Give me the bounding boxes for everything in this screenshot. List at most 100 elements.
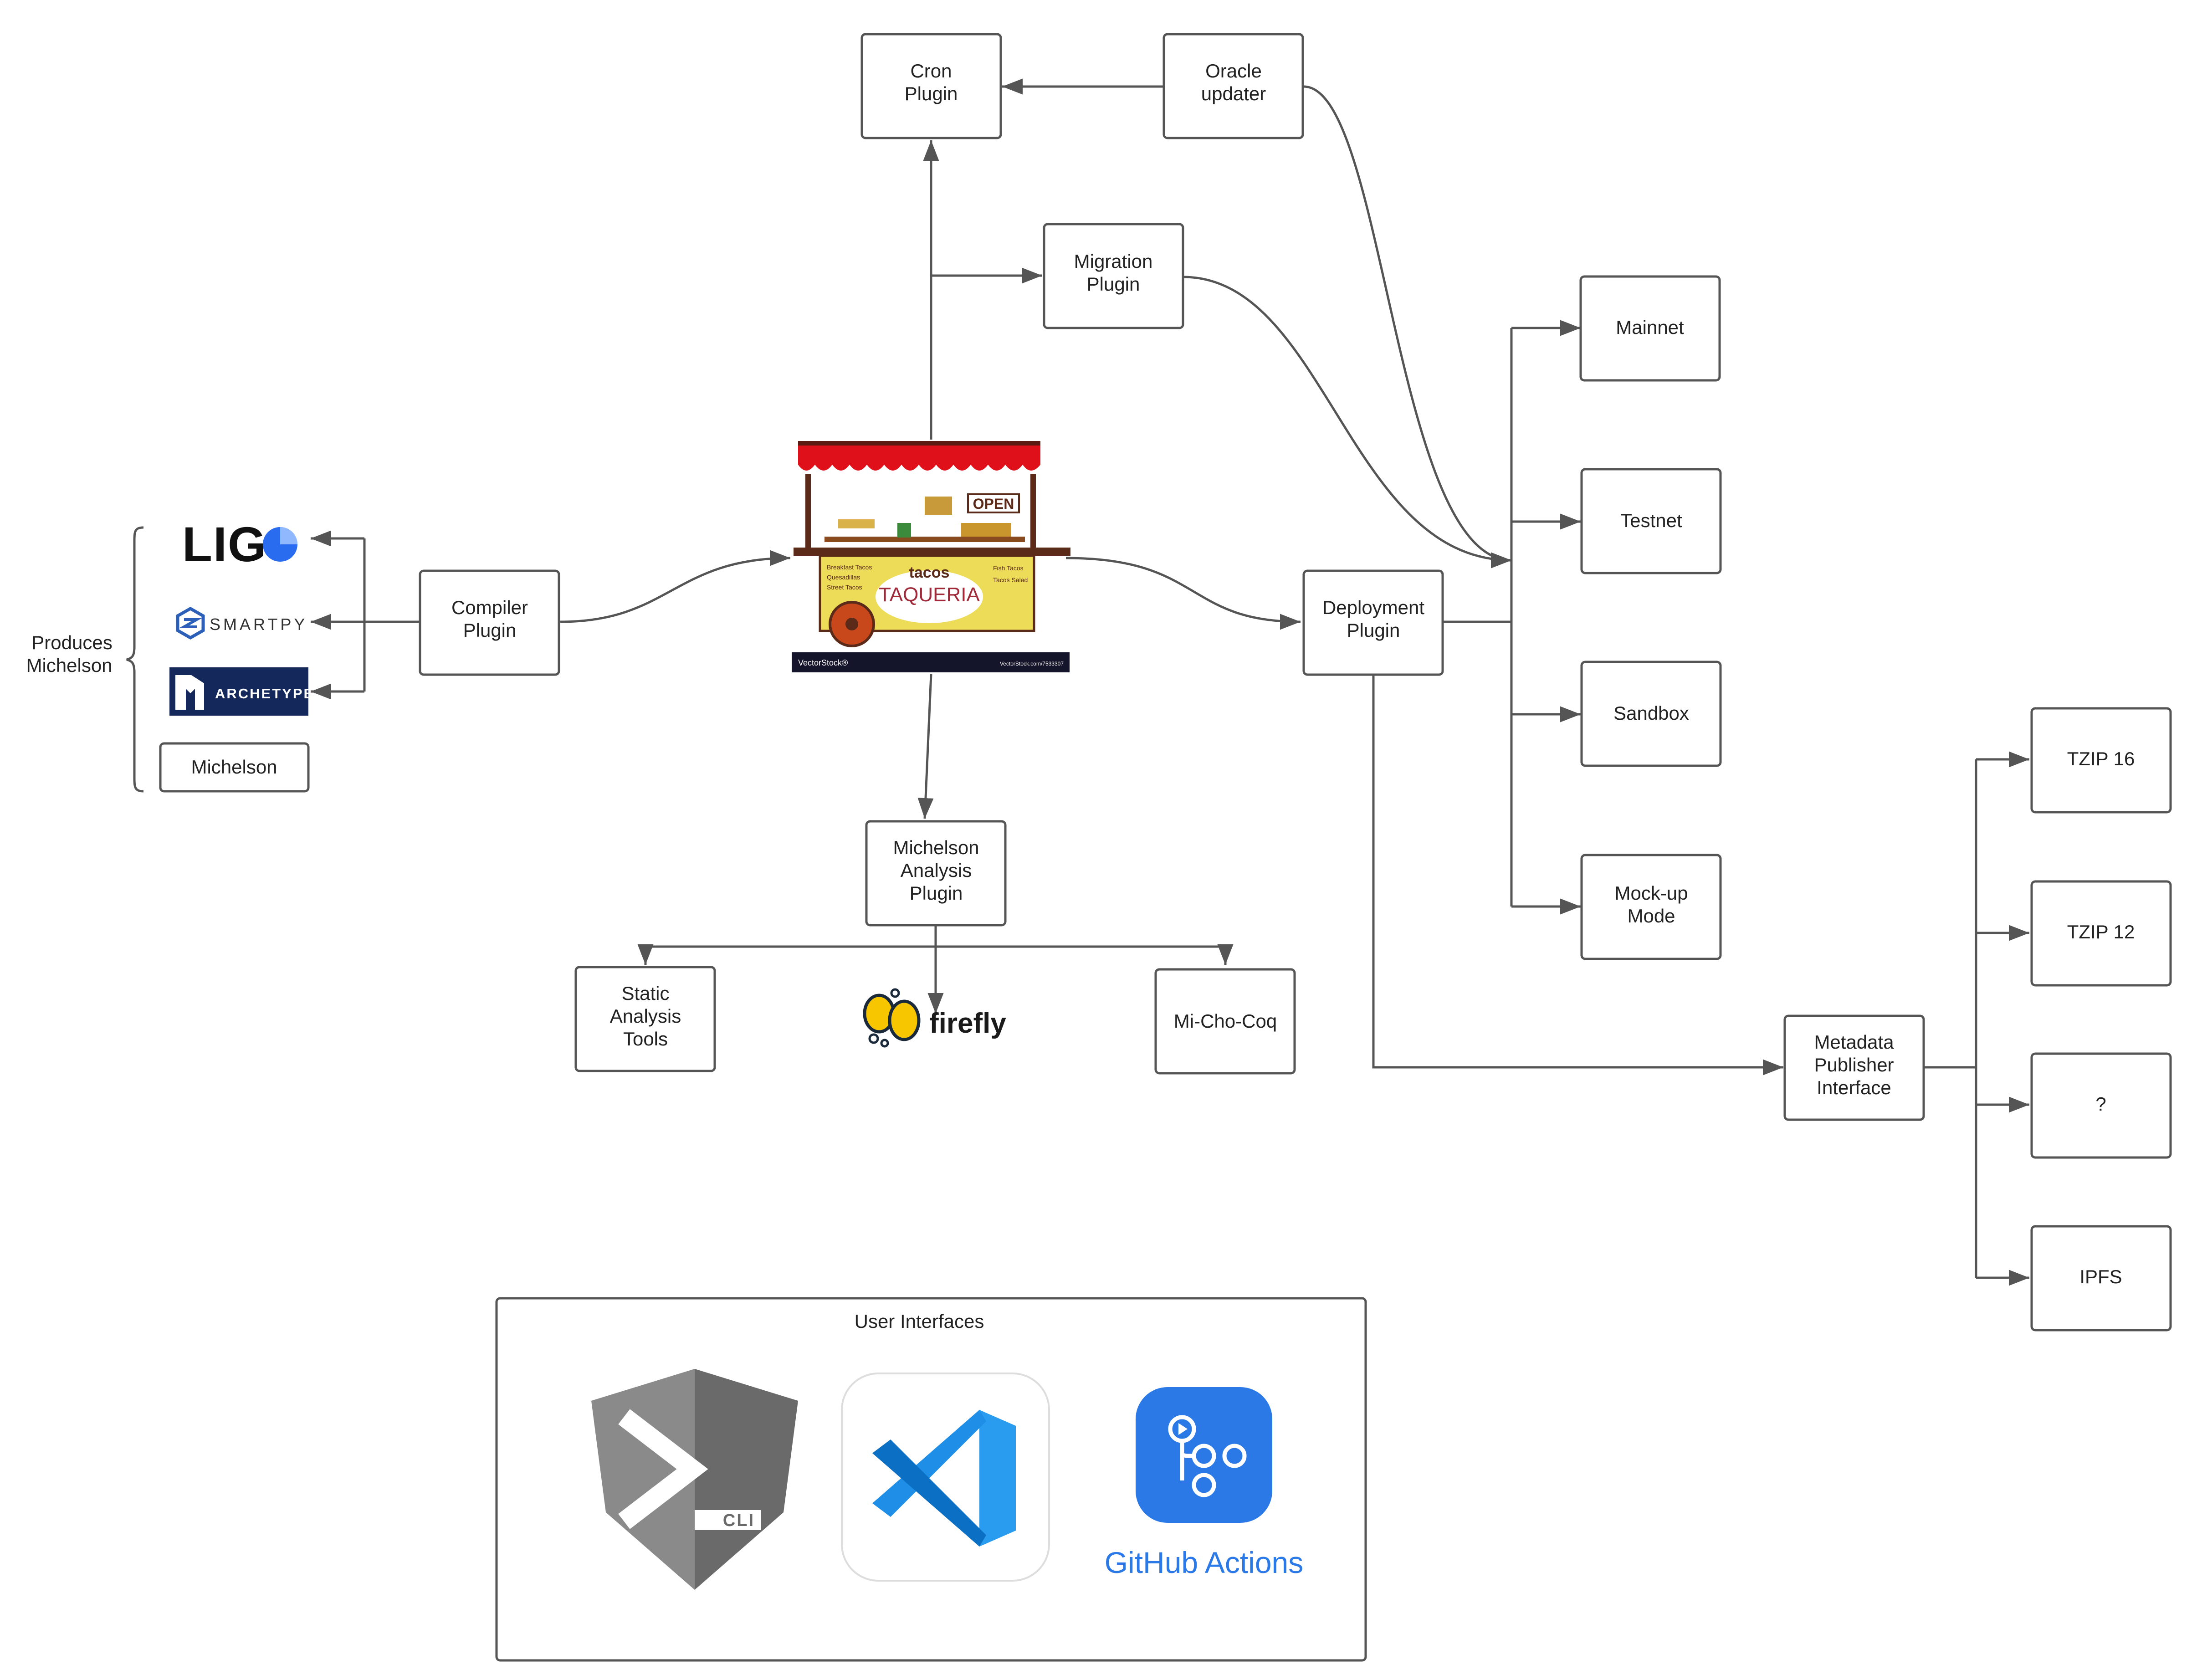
smartpy-wordmark: SMARTPY bbox=[210, 615, 307, 634]
mainnet-box[interactable] bbox=[1579, 275, 1721, 382]
sandbox-box[interactable] bbox=[1580, 661, 1722, 767]
oracle-updater-box[interactable] bbox=[1162, 33, 1304, 139]
cart-awning bbox=[798, 441, 1040, 471]
cli-icon[interactable]: CLI bbox=[591, 1369, 798, 1590]
cart-tacos-text: tacos bbox=[909, 564, 950, 581]
testnet-label: Testnet bbox=[1620, 510, 1682, 531]
vectorstock-right: VectorStock.com/7533307 bbox=[1000, 661, 1064, 667]
user-interfaces-title: User Interfaces bbox=[855, 1311, 984, 1332]
tzip16-label: TZIP 16 bbox=[2067, 748, 2135, 769]
edge-taqueria-to-analysis bbox=[917, 674, 934, 819]
cart-goods-2 bbox=[897, 523, 911, 538]
vectorstock-bar bbox=[792, 652, 1070, 672]
cart-post-left bbox=[805, 474, 811, 551]
vscode-upper-stroke bbox=[872, 1410, 986, 1517]
github-node-check-1 bbox=[1192, 1444, 1216, 1468]
archetype-mark-icon bbox=[175, 675, 204, 710]
taqueria-cart: OPEN tacos TAQUERIA Breakfast Tacos Ques… bbox=[792, 440, 1070, 672]
archetype-wordmark: ARCHETYPE bbox=[215, 686, 314, 702]
ipfs-box[interactable] bbox=[2030, 1225, 2172, 1332]
testnet-box[interactable] bbox=[1580, 468, 1722, 574]
cli-label: CLI bbox=[723, 1511, 755, 1530]
analysis-plugin-box[interactable] bbox=[865, 820, 1007, 927]
tzip12-box[interactable] bbox=[2030, 880, 2172, 987]
ligo-disc-highlight bbox=[280, 527, 297, 544]
mainnet-label: Mainnet bbox=[1616, 317, 1684, 338]
firefly-dot-3 bbox=[890, 988, 900, 998]
archetype-logo: ARCHETYPE bbox=[169, 667, 314, 716]
cart-sign-oval bbox=[876, 570, 983, 623]
compiler-plugin-box[interactable] bbox=[419, 569, 560, 676]
cart-goods-1 bbox=[925, 497, 952, 515]
edge-metadata-to-tzip bbox=[1923, 759, 1977, 1278]
metadata-box[interactable] bbox=[1783, 1014, 1925, 1121]
cart-menu-right: Fish Tacos Tacos Salad bbox=[993, 564, 1028, 584]
tzip12-label: TZIP 12 bbox=[2067, 921, 2135, 942]
github-node-bottom bbox=[1192, 1473, 1216, 1497]
edge-taqueria-to-deployment bbox=[1065, 557, 1301, 630]
edge-oracle-to-networks bbox=[1303, 85, 1512, 569]
mockup-box[interactable] bbox=[1580, 854, 1722, 960]
smartpy-hex-inner bbox=[179, 618, 202, 628]
open-sign-text: OPEN bbox=[973, 496, 1014, 512]
cart-taqueria-text: TAQUERIA bbox=[879, 584, 980, 606]
cli-shield-left bbox=[591, 1369, 695, 1590]
michelson-box[interactable] bbox=[159, 742, 310, 793]
archetype-background bbox=[169, 667, 308, 716]
connectors bbox=[311, 78, 2029, 1286]
vscode-lower-stroke bbox=[872, 1439, 986, 1547]
vscode-icon[interactable] bbox=[841, 1373, 1050, 1582]
cli-shield-right bbox=[695, 1369, 798, 1590]
deployment-plugin-box[interactable] bbox=[1302, 569, 1444, 676]
sandbox-label: Sandbox bbox=[1613, 702, 1689, 724]
unknown-label: ? bbox=[2095, 1093, 2106, 1115]
github-play-triangle bbox=[1178, 1423, 1188, 1435]
tzip16-box[interactable] bbox=[2030, 707, 2172, 814]
ligo-wordmark: LIG bbox=[182, 517, 267, 572]
firefly-logo: firefly bbox=[863, 988, 1006, 1048]
cli-prompt-chevron bbox=[618, 1409, 708, 1529]
edge-compiler-to-taqueria bbox=[560, 550, 791, 623]
cart-goods-4 bbox=[838, 519, 875, 528]
cart-wheel-hub bbox=[845, 618, 858, 630]
migration-plugin-box[interactable] bbox=[1043, 223, 1184, 329]
produces-brace bbox=[126, 526, 144, 793]
github-actions-icon[interactable]: GitHub Actions bbox=[1105, 1387, 1304, 1579]
michocoq-label: Mi-Cho-Coq bbox=[1174, 1010, 1277, 1032]
unknown-box[interactable] bbox=[2030, 1052, 2172, 1159]
edge-deployment-to-networks bbox=[1443, 328, 1513, 907]
michocoq-box[interactable] bbox=[1154, 968, 1296, 1075]
cart-menu-left: Breakfast Tacos Quesadillas Street Tacos bbox=[827, 563, 874, 591]
vscode-tile bbox=[841, 1373, 1050, 1582]
cart-post-right bbox=[1030, 474, 1036, 551]
firefly-dot-2 bbox=[880, 1039, 889, 1048]
firefly-dot-1 bbox=[868, 1033, 879, 1044]
static-analysis-box[interactable] bbox=[574, 966, 716, 1072]
github-actions-label: GitHub Actions bbox=[1105, 1546, 1304, 1579]
firefly-wing-right bbox=[888, 999, 921, 1041]
cart-shelf bbox=[824, 537, 1025, 542]
firefly-wordmark: firefly bbox=[929, 1008, 1006, 1039]
michelson-label: Michelson bbox=[191, 756, 277, 778]
edge-compiler-to-logos bbox=[363, 538, 419, 691]
ipfs-label: IPFS bbox=[2079, 1266, 2122, 1287]
cli-label-bar bbox=[695, 1510, 761, 1530]
cron-plugin-box[interactable] bbox=[860, 33, 1002, 139]
smartpy-hex-icon bbox=[176, 606, 205, 640]
github-flow-line bbox=[1180, 1441, 1193, 1480]
cart-goods-3 bbox=[961, 523, 1011, 537]
ligo-logo: LIG bbox=[182, 517, 297, 572]
awning-stripe bbox=[798, 441, 1040, 446]
